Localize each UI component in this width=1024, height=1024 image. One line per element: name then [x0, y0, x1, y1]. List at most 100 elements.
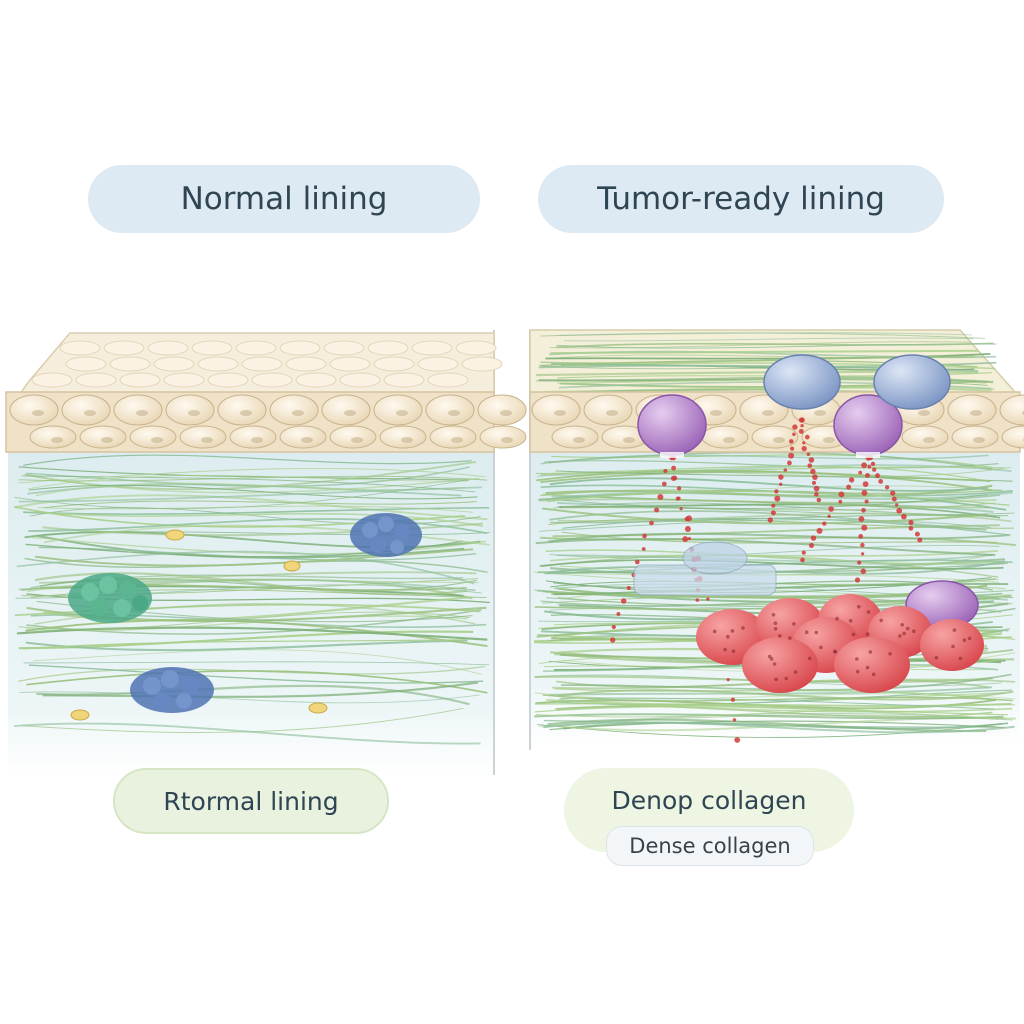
signal-dot	[804, 434, 810, 440]
collagen-fiber	[539, 519, 991, 532]
tumor-speckle	[934, 656, 939, 660]
signal-dot	[789, 439, 794, 444]
epithelial-cell	[9, 394, 59, 426]
signal-dot	[917, 537, 923, 543]
cell-nucleus	[51, 437, 63, 443]
signal-dot	[695, 598, 700, 602]
signal-dot	[620, 598, 627, 604]
collagen-fiber	[535, 538, 996, 556]
collagen-fiber	[36, 684, 470, 706]
surface-cell	[59, 340, 101, 356]
surface-cell	[75, 372, 117, 388]
signal-dot	[798, 428, 804, 434]
tumor-cell	[920, 619, 984, 671]
signal-dot	[657, 494, 664, 500]
signal-dot	[783, 468, 788, 472]
tumor-speckle	[857, 604, 861, 609]
collagen-fiber	[43, 524, 490, 546]
cell-nucleus	[401, 437, 413, 443]
tumor-speckle	[879, 618, 883, 623]
signal-dot	[865, 472, 870, 478]
signal-dot	[778, 474, 784, 480]
signal-dot	[767, 517, 774, 523]
epithelial-cell	[999, 394, 1024, 426]
signal-dot	[812, 474, 818, 480]
signal-dot	[808, 457, 815, 463]
signal-dot	[846, 484, 852, 490]
cell-nucleus	[448, 410, 460, 416]
surface-cell	[329, 356, 371, 372]
collagen-fiber	[545, 549, 999, 565]
epithelial-cell	[751, 425, 799, 449]
epithelial-cell	[425, 394, 475, 426]
cell-nucleus	[923, 437, 935, 443]
collagen-fiber	[534, 703, 1008, 716]
signal-dot	[771, 503, 776, 508]
collagen-fiber	[37, 505, 473, 513]
surface-cell	[427, 372, 469, 388]
surface-cell	[119, 372, 161, 388]
collagen-fiber	[34, 548, 474, 567]
surface-cell	[207, 372, 249, 388]
signal-dot	[884, 485, 890, 490]
collagen-fiber	[23, 454, 472, 466]
tumor-speckle	[866, 610, 871, 614]
signal-dot	[878, 478, 884, 484]
signal-dot	[896, 507, 903, 514]
collagen-fiber	[539, 559, 1004, 570]
cell-nucleus	[762, 410, 774, 416]
signal-dot	[774, 489, 779, 494]
collagen-fiber	[557, 505, 1015, 516]
tumor-speckle	[814, 630, 819, 635]
cell-nucleus	[723, 437, 735, 443]
surface-cell	[367, 340, 409, 356]
signal-dot	[810, 535, 817, 541]
collagen-fiber	[557, 332, 972, 336]
tumor-speckle	[888, 652, 892, 656]
surface-cell	[455, 340, 497, 356]
signal-dot	[860, 568, 867, 575]
signal-dot	[857, 560, 862, 565]
tumor-speckle	[898, 634, 902, 638]
collagen-fiber	[542, 694, 1013, 702]
signal-dot	[774, 495, 781, 502]
tumor-speckle	[819, 645, 823, 650]
cell-nucleus	[623, 437, 635, 443]
surface-cell	[163, 372, 205, 388]
cell-nucleus	[823, 437, 835, 443]
tumor-speckle	[855, 657, 859, 661]
collagen-fiber	[554, 705, 993, 718]
right-panel	[529, 329, 1024, 750]
signal-dot	[854, 577, 861, 583]
signal-molecule-trails	[609, 417, 923, 743]
cell-nucleus	[973, 437, 985, 443]
collagen-fiber	[540, 454, 989, 465]
collagen-fiber	[34, 572, 468, 596]
signal-dot	[861, 462, 868, 469]
signal-dot	[684, 526, 691, 532]
signal-dot	[641, 547, 646, 551]
signal-dot	[788, 452, 795, 459]
signal-dot	[828, 506, 834, 512]
signal-dot	[730, 697, 735, 702]
signal-dot	[814, 492, 819, 497]
left-green-cell-cluster	[68, 573, 152, 623]
tumor-speckle	[868, 650, 873, 654]
surface-cell	[461, 356, 503, 372]
tumor-speckle	[771, 613, 776, 617]
collagen-fiber	[563, 337, 974, 342]
signal-dot	[732, 718, 737, 722]
cell-nucleus	[970, 410, 982, 416]
signal-dot	[679, 507, 683, 511]
epithelial-cell	[379, 425, 427, 449]
signal-dot	[626, 585, 631, 591]
signal-dot	[895, 503, 899, 507]
surface-cell	[235, 340, 277, 356]
collagen-fiber	[43, 500, 477, 509]
collagen-fiber	[14, 494, 488, 521]
epithelial-cell	[429, 425, 477, 449]
cell-nucleus	[84, 410, 96, 416]
collagen-fiber	[42, 681, 479, 698]
signal-dot	[838, 491, 845, 498]
signal-dot	[802, 441, 806, 445]
